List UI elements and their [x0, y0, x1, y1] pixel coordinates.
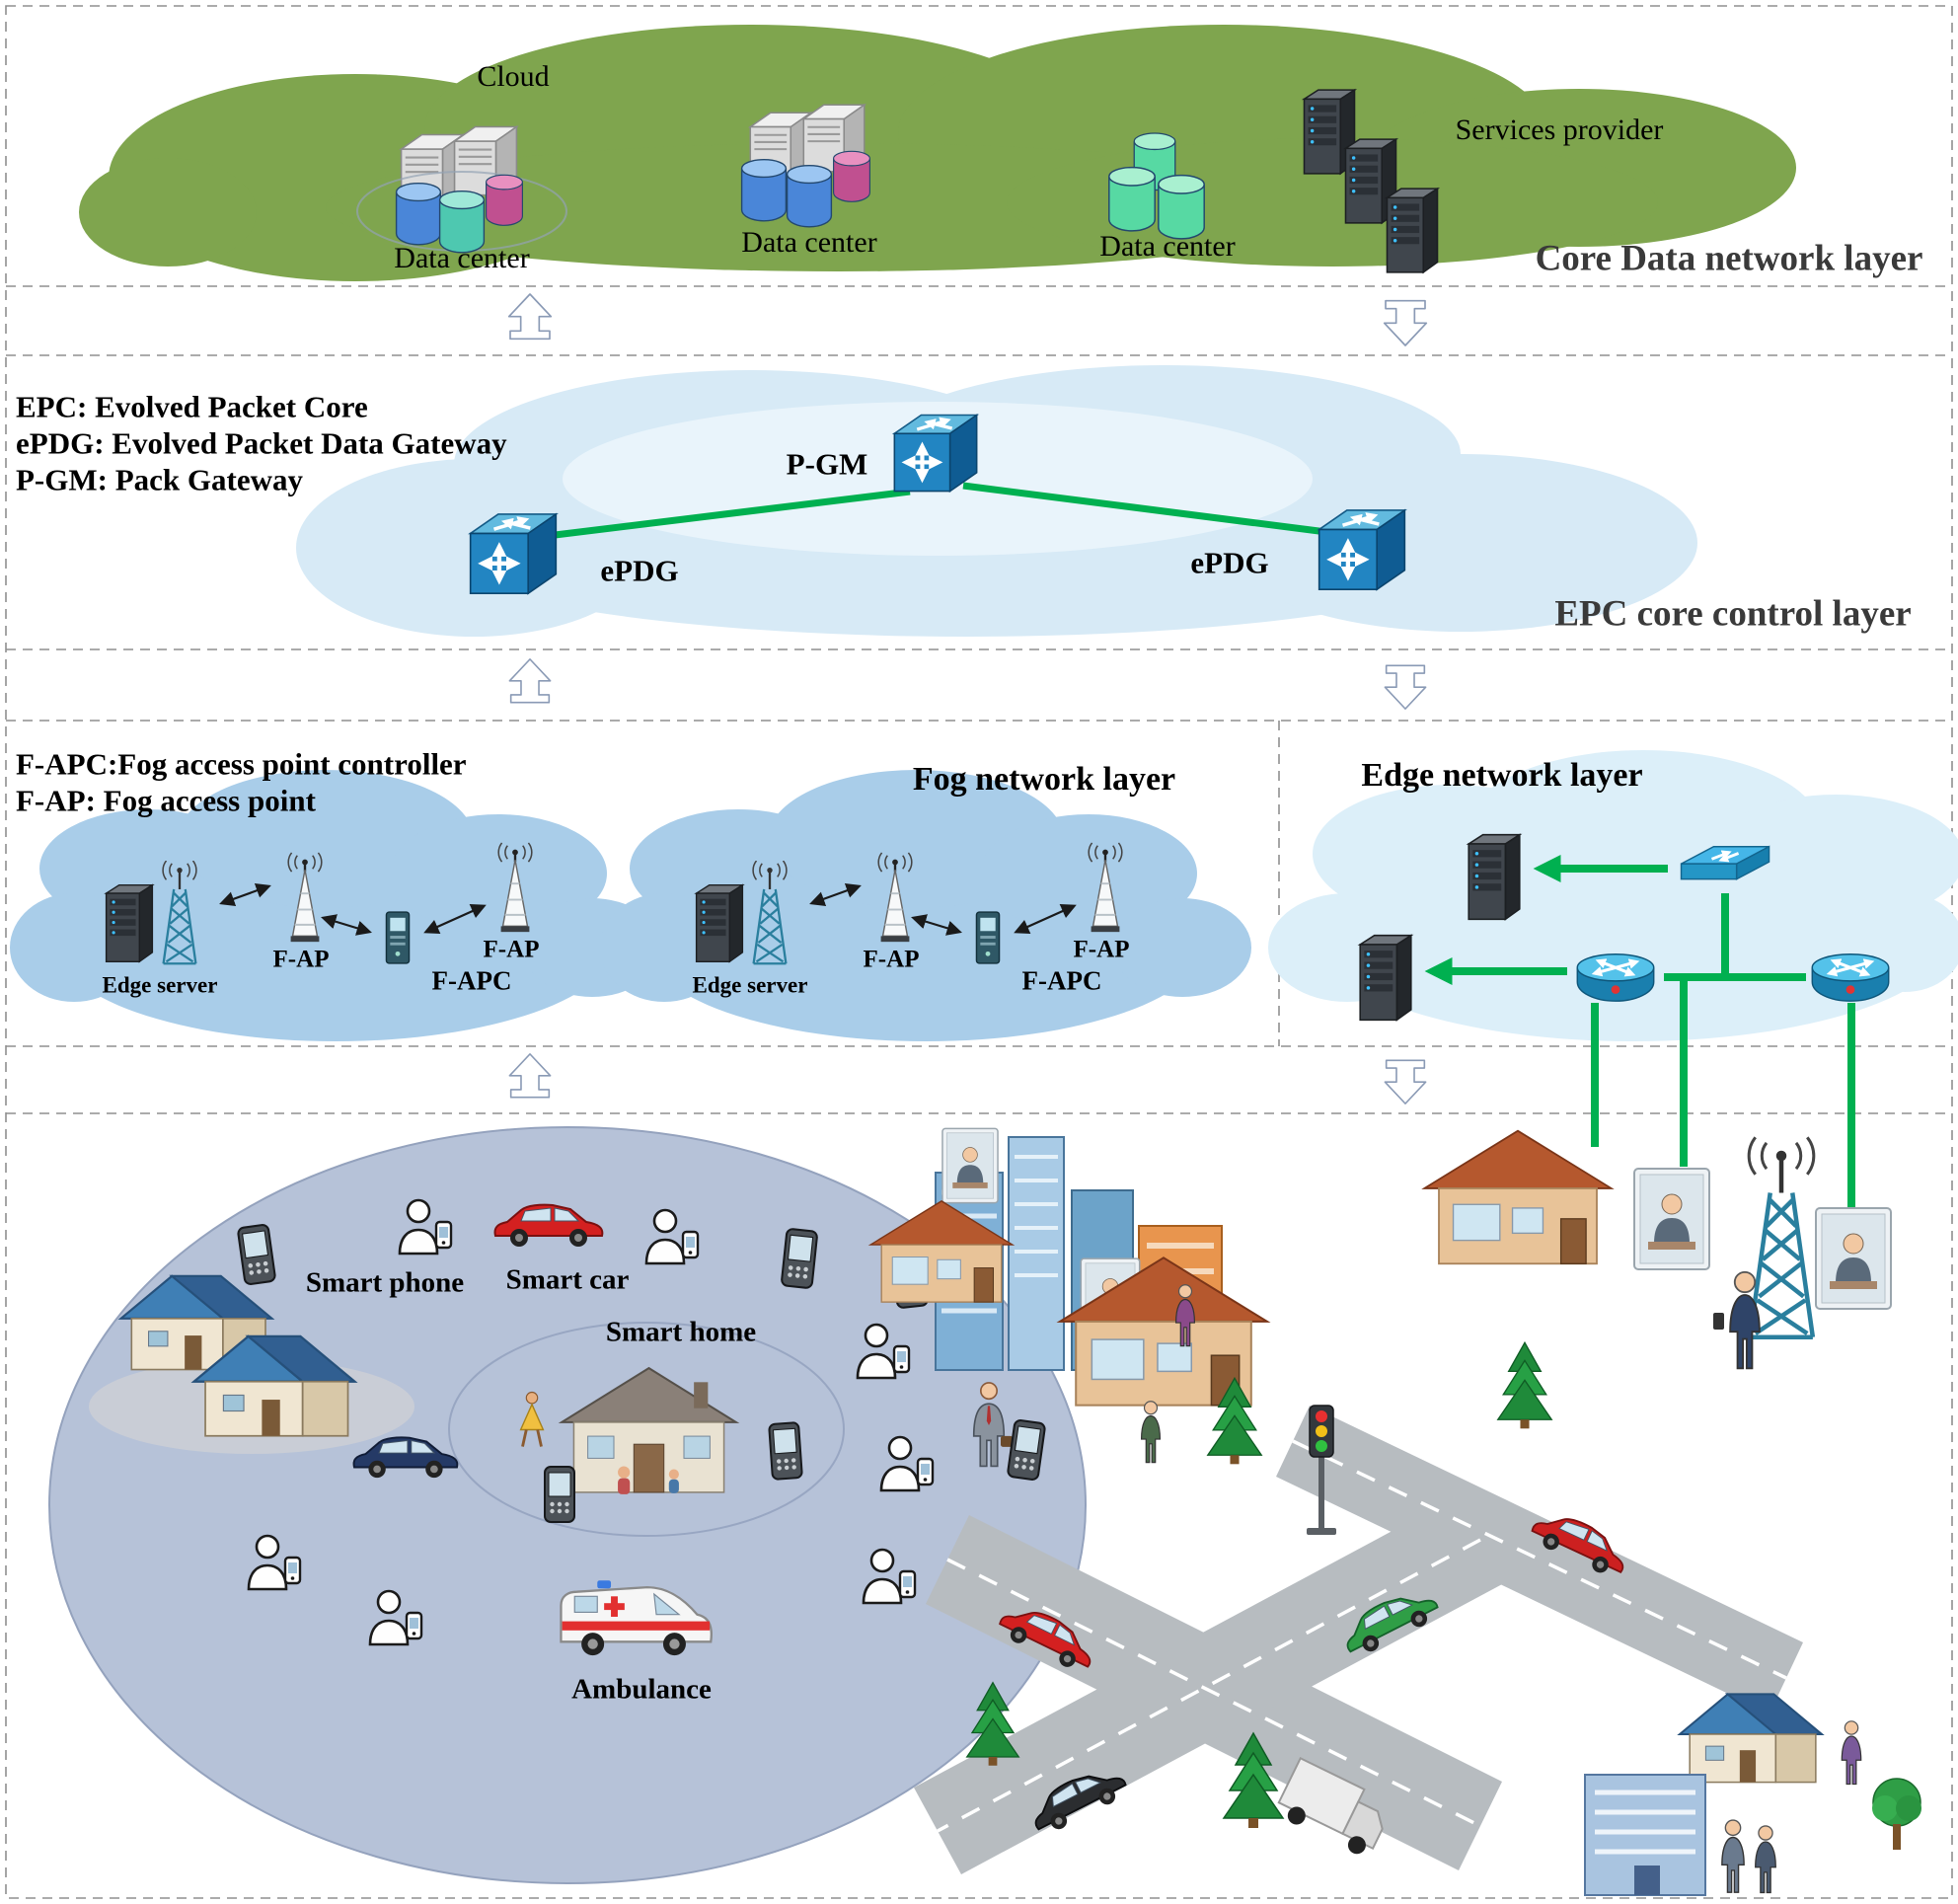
epdg-right-router-icon: [1319, 510, 1405, 589]
edge-server-icon: [1359, 934, 1412, 1022]
database-icon: [395, 183, 442, 246]
up-arrow-icon: [507, 293, 553, 341]
building-d: [1584, 1774, 1706, 1896]
fog-cluster-2: [695, 841, 1124, 965]
epdg-right-label: ePDG: [1190, 545, 1269, 580]
smart-car-label: Smart car: [505, 1263, 630, 1296]
pda-icon: [768, 1421, 803, 1481]
fapc-controller-icon: [385, 911, 411, 964]
data-center-1: [356, 125, 567, 254]
smart-phone-label: Smart phone: [305, 1266, 465, 1299]
epc-links: [538, 482, 1335, 541]
database-icon: [1108, 166, 1156, 232]
edge-server-label-2: Edge server: [692, 972, 808, 998]
fog-cloud-2: [600, 770, 1251, 1041]
services-provider-label: Services provider: [1455, 114, 1664, 146]
epc-layer-title: EPC core control layer: [1554, 593, 1912, 635]
fap-label-1b: F-AP: [483, 936, 540, 963]
fog-legend-1: F-APC:Fog access point controller: [16, 746, 467, 782]
fapc-label-2: F-APC: [1021, 965, 1102, 996]
database-icon: [833, 150, 870, 202]
round-tree-icon: [1871, 1778, 1922, 1851]
fap-label-2a: F-AP: [863, 946, 920, 973]
fapc-label-1: F-APC: [431, 965, 512, 996]
router-icon: [1577, 954, 1653, 1001]
device-cloud: [48, 1126, 1087, 1884]
fog-links-2: [809, 882, 1077, 936]
ambulance-label: Ambulance: [571, 1673, 712, 1706]
down-arrow-icon: [1384, 1059, 1427, 1105]
pgm-label: P-GM: [786, 446, 868, 482]
mail-frame-icon: [1815, 1207, 1892, 1310]
down-arrow-icon: [1384, 664, 1427, 711]
epc-legend-1: EPC: Evolved Packet Core: [16, 389, 368, 424]
server-tower-icon: [1386, 188, 1439, 273]
pedestrian-icon: [1841, 1720, 1862, 1786]
city-cell-tower-icon: [1749, 1137, 1814, 1337]
office-vignette-icon: [941, 1127, 999, 1204]
epdg-left-label: ePDG: [600, 553, 679, 588]
smart-home-ring: [448, 1322, 845, 1537]
edge-server-icon: [1468, 833, 1521, 921]
fapc-controller-icon: [975, 911, 1001, 964]
edge-server-icon: [105, 883, 154, 962]
router-icon: [1812, 954, 1888, 1001]
epc-legend-2: ePDG: Evolved Packet Data Gateway: [16, 425, 507, 461]
database-icon: [486, 174, 523, 226]
pedestrian-icon: [1140, 1401, 1162, 1464]
portrait-frame-icon: [1633, 1168, 1710, 1270]
edge-server-icon: [695, 883, 744, 962]
fap-label-2b: F-AP: [1073, 936, 1130, 963]
house-icon: [1679, 1693, 1823, 1784]
epc-cloud: [296, 365, 1697, 637]
edge-layer-title: Edge network layer: [1361, 757, 1643, 794]
pedestrian-icon: [1721, 1819, 1745, 1893]
core-layer-title: Core Data network layer: [1535, 238, 1923, 279]
epc-legend-3: P-GM: Pack Gateway: [16, 462, 303, 497]
down-arrow-icon: [1383, 299, 1428, 346]
pine-tree-icon: [1497, 1341, 1552, 1429]
up-arrow-icon: [508, 657, 552, 704]
edge-links: [1424, 855, 1855, 1210]
fog-cloud-1: [10, 770, 661, 1041]
up-arrow-icon: [508, 1052, 552, 1099]
edge-server-label-1: Edge server: [102, 972, 218, 998]
handheld-phone-icon: [1713, 1313, 1724, 1330]
smart-home-label: Smart home: [605, 1316, 757, 1348]
fog-links-1: [219, 882, 487, 936]
pgm-router-icon: [894, 416, 976, 492]
fog-legend-2: F-AP: Fog access point: [16, 783, 316, 818]
connected-house-icon: [1423, 1129, 1613, 1265]
fap-label-1a: F-AP: [272, 946, 330, 973]
core-cloud: [79, 25, 1796, 281]
truck-icon: [1277, 1756, 1384, 1855]
city-scene: [869, 1127, 1922, 1896]
pda-icon: [543, 1465, 576, 1524]
data-center-2-label: Data center: [741, 226, 877, 259]
epdg-left-router-icon: [471, 514, 557, 593]
roads: [914, 1406, 1803, 1874]
fog-cluster-1: [105, 841, 534, 965]
pda-icon: [236, 1223, 277, 1286]
pda-icon: [780, 1227, 819, 1290]
fog-layer-title: Fog network layer: [912, 761, 1176, 798]
database-icon: [740, 159, 788, 222]
database-icon: [786, 165, 833, 228]
pedestrian-icon: [1755, 1825, 1776, 1894]
data-center-3-label: Data center: [1099, 230, 1236, 263]
edge-network: [1359, 833, 1889, 1210]
data-center-1-label: Data center: [394, 242, 530, 274]
pda-icon: [1006, 1418, 1047, 1482]
cloud-label: Cloud: [477, 60, 550, 93]
